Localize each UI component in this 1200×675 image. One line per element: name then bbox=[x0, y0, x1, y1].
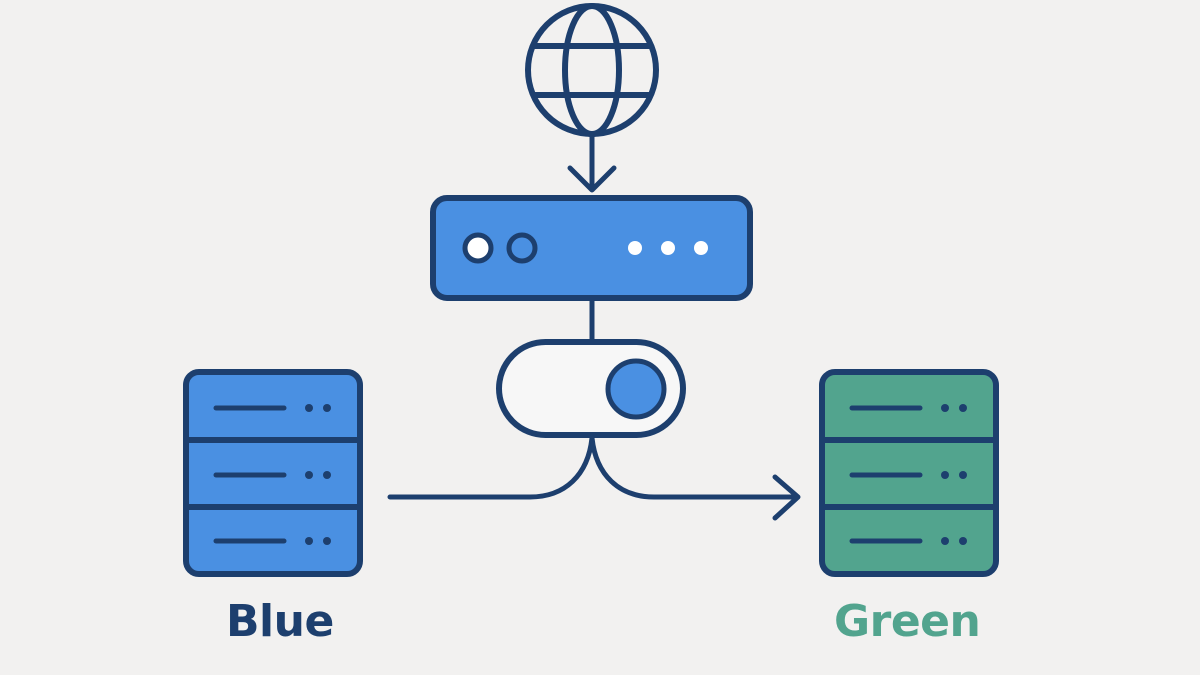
status-light-1 bbox=[462, 232, 494, 264]
indicator-dot-1 bbox=[628, 241, 642, 255]
green-server-stack bbox=[819, 369, 999, 577]
load-balancer-icon bbox=[430, 195, 753, 301]
green-environment-label: Green bbox=[834, 596, 981, 647]
blue-server-stack bbox=[183, 369, 363, 577]
globe-icon bbox=[525, 3, 659, 137]
traffic-route bbox=[387, 435, 801, 521]
incoming-traffic-arrow bbox=[567, 131, 617, 193]
blue-environment-label: Blue bbox=[226, 596, 334, 647]
toggle-switch-icon bbox=[496, 339, 686, 438]
indicator-dot-3 bbox=[694, 241, 708, 255]
indicator-dot-2 bbox=[661, 241, 675, 255]
switch-knob bbox=[605, 358, 667, 420]
status-light-2 bbox=[506, 232, 538, 264]
